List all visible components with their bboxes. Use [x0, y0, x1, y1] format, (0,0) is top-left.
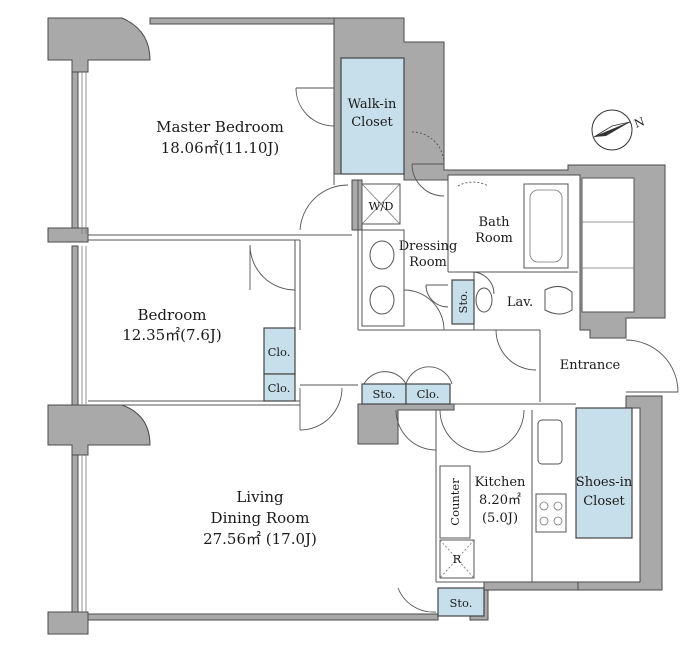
sto-living-label: Sto. — [450, 596, 473, 610]
refrigerator-label: R — [453, 552, 462, 566]
clo-lower — [263, 373, 296, 402]
dressing-room-label-2: Room — [409, 255, 447, 270]
sto-bath-label: Sto. — [456, 291, 470, 314]
bathtub-icon — [523, 183, 569, 269]
walk-in-closet-label-1: Walk-in — [348, 97, 397, 112]
sto-hall-label: Sto. — [373, 387, 396, 401]
bath-room-label-2: Room — [475, 231, 513, 246]
shoes-closet-label-2: Closet — [583, 494, 625, 509]
toilet-icon — [544, 286, 573, 315]
sink-icon — [369, 240, 395, 270]
living-name-1: Living — [236, 488, 284, 506]
shoes-closet-label-1: Shoes-in — [576, 475, 633, 490]
labels: Master Bedroom 18.06㎡(11.10J) Walk-in Cl… — [122, 97, 633, 610]
sto-bath — [451, 279, 475, 325]
compass-north-label: N — [632, 114, 646, 131]
walk-in-closet-label-2: Closet — [351, 115, 393, 130]
sto-living — [437, 587, 485, 617]
bath-room-label-1: Bath — [479, 215, 511, 230]
kitchen-sink-icon — [537, 419, 563, 465]
clo-upper — [263, 327, 296, 375]
master-bedroom-area: 18.06㎡(11.10J) — [161, 139, 280, 157]
kitchen-tatami: (5.0J) — [482, 511, 518, 526]
kitchen-name: Kitchen — [475, 475, 526, 490]
entrance-label: Entrance — [560, 358, 621, 373]
lav-label: Lav. — [507, 295, 533, 310]
interior-walls — [88, 174, 578, 583]
closets — [263, 57, 633, 617]
sink-icon — [369, 285, 395, 315]
clo-upper-label: Clo. — [268, 345, 291, 359]
compass-icon: N — [591, 109, 646, 151]
stove-icon — [535, 493, 567, 533]
clo-hall — [405, 383, 451, 405]
fixtures — [361, 177, 635, 579]
shoes-in-closet — [575, 407, 633, 539]
basin-icon — [475, 287, 493, 313]
kitchen-area: 8.20㎡ — [479, 493, 521, 508]
dressing-room-label-1: Dressing — [399, 239, 458, 254]
walk-in-closet — [340, 57, 405, 175]
counter-label: Counter — [448, 478, 462, 526]
counter — [439, 465, 471, 539]
master-bedroom-name: Master Bedroom — [156, 118, 284, 136]
windows — [81, 72, 87, 612]
bedroom-area: 12.35㎡(7.6J) — [122, 326, 222, 344]
living-name-2: Dining Room — [211, 509, 310, 527]
living-area: 27.56㎡ (17.0J) — [203, 530, 317, 548]
bedroom-name: Bedroom — [138, 306, 207, 324]
clo-lower-label: Clo. — [268, 381, 291, 395]
wd-label: W/D — [369, 199, 394, 213]
clo-hall-label: Clo. — [417, 387, 440, 401]
